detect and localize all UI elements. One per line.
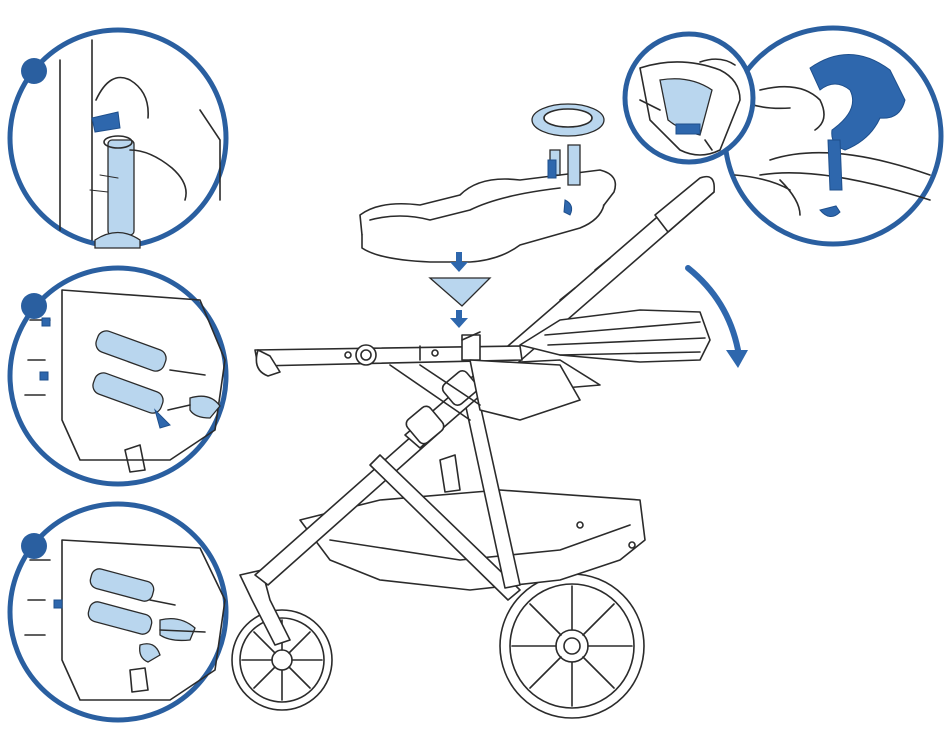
step-dot-icon [21, 293, 47, 319]
callout-bumper-bar-removal [625, 34, 753, 162]
wedge-piece [430, 278, 490, 306]
seat-insert [360, 104, 615, 262]
callout-bumper-bar-hand [725, 28, 941, 244]
handlebar-grip [655, 177, 714, 232]
callout-harness-buckled-detail [10, 504, 226, 720]
step-dot-icon [21, 58, 47, 84]
callout-strap-buckle-detail [10, 30, 226, 248]
callout-harness-straps-detail [10, 268, 226, 484]
insertion-guide [430, 252, 490, 328]
rear-wheel [500, 574, 644, 718]
down-arrow-icon [450, 310, 468, 328]
step-dot-icon [21, 533, 47, 559]
